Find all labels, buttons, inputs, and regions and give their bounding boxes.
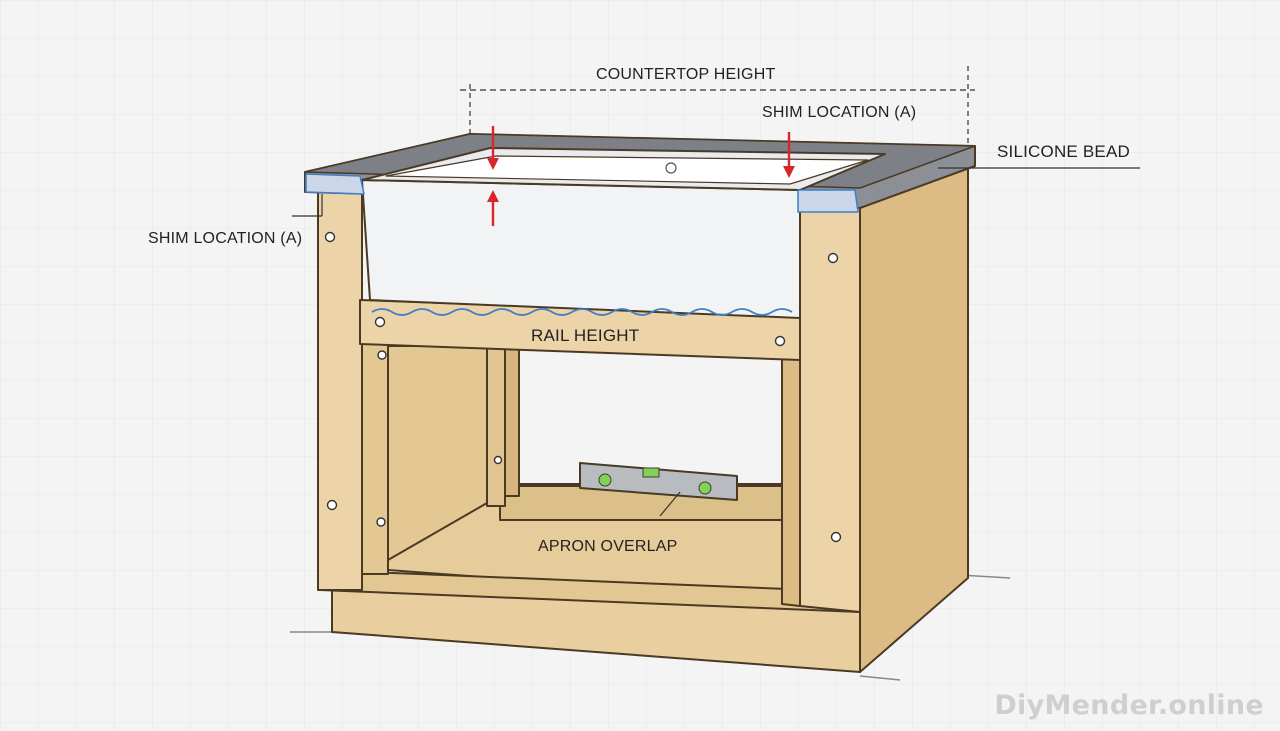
level-vial-left bbox=[598, 473, 612, 487]
screw-icon bbox=[774, 335, 786, 347]
screw-icon bbox=[324, 231, 336, 243]
dimension-lines bbox=[292, 66, 1140, 517]
inner-post-side bbox=[504, 345, 520, 497]
sink-drain-icon bbox=[665, 162, 677, 174]
screw-icon bbox=[830, 531, 842, 543]
shim-location-right-label: SHIM LOCATION (A) bbox=[762, 104, 917, 121]
screw-icon bbox=[493, 455, 503, 465]
screw-icon bbox=[377, 350, 387, 360]
level-bubble bbox=[642, 467, 660, 478]
screw-icon bbox=[827, 252, 839, 264]
screw-icon bbox=[376, 517, 386, 527]
screw-icon bbox=[374, 316, 386, 328]
shim-arrows bbox=[487, 126, 795, 226]
countertop-height-label: COUNTERTOP HEIGHT bbox=[596, 66, 776, 83]
sink-basin bbox=[385, 155, 869, 185]
screws bbox=[324, 231, 842, 543]
level-vial-right bbox=[698, 481, 712, 495]
silicone-wave-rail bbox=[371, 308, 793, 316]
shim-location-left-label: SHIM LOCATION (A) bbox=[148, 230, 303, 247]
apron-overlap-label: APRON OVERLAP bbox=[538, 538, 678, 555]
right-side-panel bbox=[859, 161, 969, 673]
arrow-down-icon bbox=[783, 166, 795, 178]
arrow-down-icon bbox=[487, 158, 499, 170]
silicone-bead-right bbox=[797, 189, 859, 213]
level-body bbox=[579, 462, 738, 501]
sink-front bbox=[361, 179, 801, 319]
silicone-bead-label: SILICONE BEAD bbox=[997, 142, 1130, 161]
left-inner-rail bbox=[361, 339, 389, 575]
rail-height-label: RAIL HEIGHT bbox=[531, 326, 640, 345]
arrow-up-icon bbox=[487, 190, 499, 202]
inner-post bbox=[486, 345, 506, 507]
screw-icon bbox=[326, 499, 338, 511]
floor-line-front bbox=[859, 675, 901, 681]
watermark: DiyMender.online bbox=[994, 690, 1264, 721]
apron-overlap-leader bbox=[659, 491, 681, 517]
silicone-bead-left bbox=[305, 173, 365, 195]
right-stile bbox=[799, 189, 861, 613]
left-stile bbox=[317, 189, 363, 591]
back-opening bbox=[520, 346, 790, 500]
